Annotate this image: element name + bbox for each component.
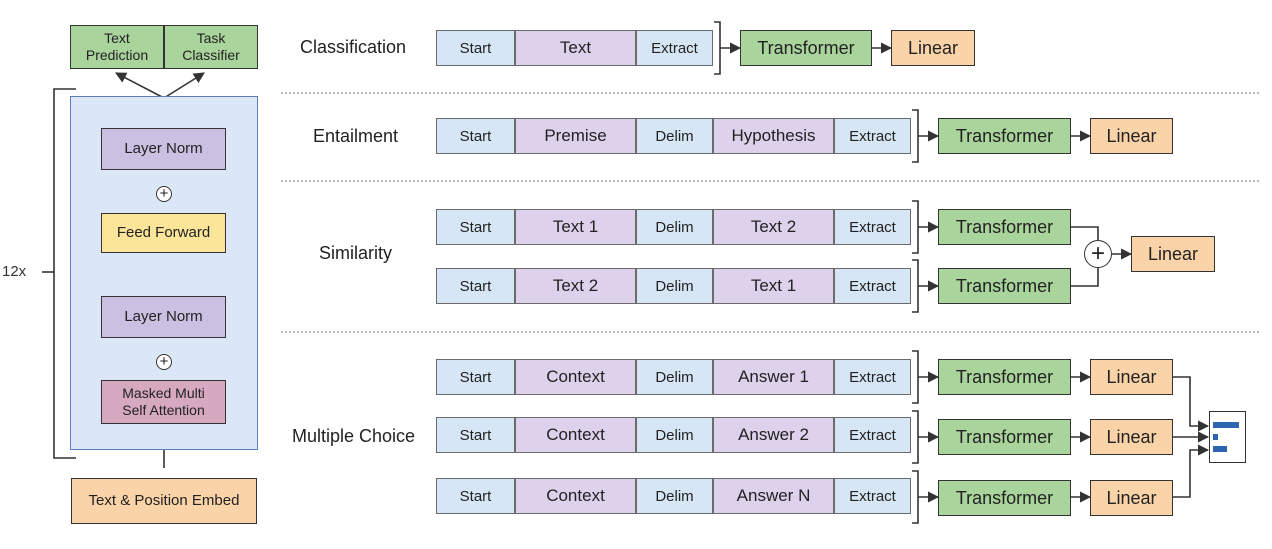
seg-start: Start [436,209,515,245]
section-separator [281,92,1259,94]
masked-self-attention-block: Masked Multi Self Attention [101,380,226,424]
seg-premise: Premise [515,118,636,154]
sum-plus-icon: + [1084,240,1112,268]
linear-box: Linear [891,30,975,66]
seg-text-1: Text 1 [515,209,636,245]
transformer-box: Transformer [938,419,1071,455]
linear-box: Linear [1131,236,1215,272]
residual-add-bottom-icon: + [156,354,172,370]
seg-extract: Extract [834,359,911,395]
layer-norm-top: Layer Norm [101,128,226,170]
transformer-box: Transformer [938,209,1071,245]
seg-start: Start [436,30,515,66]
text-position-embed-block: Text & Position Embed [71,478,257,524]
seg-delim: Delim [636,209,713,245]
seg-text-2: Text 2 [713,209,834,245]
seg-hypothesis: Hypothesis [713,118,834,154]
linear-box: Linear [1090,118,1173,154]
seg-start: Start [436,417,515,453]
linear-box: Linear [1090,419,1173,455]
seg-delim: Delim [636,417,713,453]
task-classifier-head: Task Classifier [164,25,258,69]
seg-delim: Delim [636,268,713,304]
selector-bar-3 [1213,446,1227,452]
seg-extract: Extract [834,268,911,304]
text-prediction-head: Text Prediction [70,25,164,69]
seg-extract: Extract [834,118,911,154]
linear-box: Linear [1090,359,1173,395]
seg-context: Context [515,478,636,514]
seg-start: Start [436,118,515,154]
task-label-similarity: Similarity [319,243,393,263]
seg-extract: Extract [636,30,713,66]
selector-bar-1 [1213,422,1239,428]
seg-extract: Extract [834,417,911,453]
task-label-multiple-choice: Multiple Choice [292,426,416,446]
section-separator [281,180,1259,182]
seg-start: Start [436,478,515,514]
section-separator [281,331,1259,333]
seg-answer-n: Answer N [713,478,834,514]
seg-text: Text [515,30,636,66]
linear-box: Linear [1090,480,1173,516]
seg-answer-1: Answer 1 [713,359,834,395]
seg-delim: Delim [636,478,713,514]
seg-context: Context [515,359,636,395]
seg-start: Start [436,268,515,304]
task-label-entailment: Entailment [313,126,399,146]
seg-text-1: Text 1 [713,268,834,304]
transformer-box: Transformer [938,359,1071,395]
selector-bar-2 [1213,434,1218,440]
seg-context: Context [515,417,636,453]
layer-norm-bottom: Layer Norm [101,296,226,338]
transformer-box: Transformer [938,118,1071,154]
transformer-box: Transformer [938,480,1071,516]
softmax-selector-icon [1209,411,1246,463]
feed-forward-block: Feed Forward [101,213,226,253]
transformer-box: Transformer [740,30,872,66]
seg-extract: Extract [834,478,911,514]
task-label-classification: Classification [300,37,407,57]
seg-start: Start [436,359,515,395]
seg-extract: Extract [834,209,911,245]
seg-delim: Delim [636,118,713,154]
seg-answer-2: Answer 2 [713,417,834,453]
seg-text-2: Text 2 [515,268,636,304]
residual-add-top-icon: + [156,186,172,202]
seg-delim: Delim [636,359,713,395]
repeat-count-label: 12x [2,263,27,280]
transformer-box: Transformer [938,268,1071,304]
